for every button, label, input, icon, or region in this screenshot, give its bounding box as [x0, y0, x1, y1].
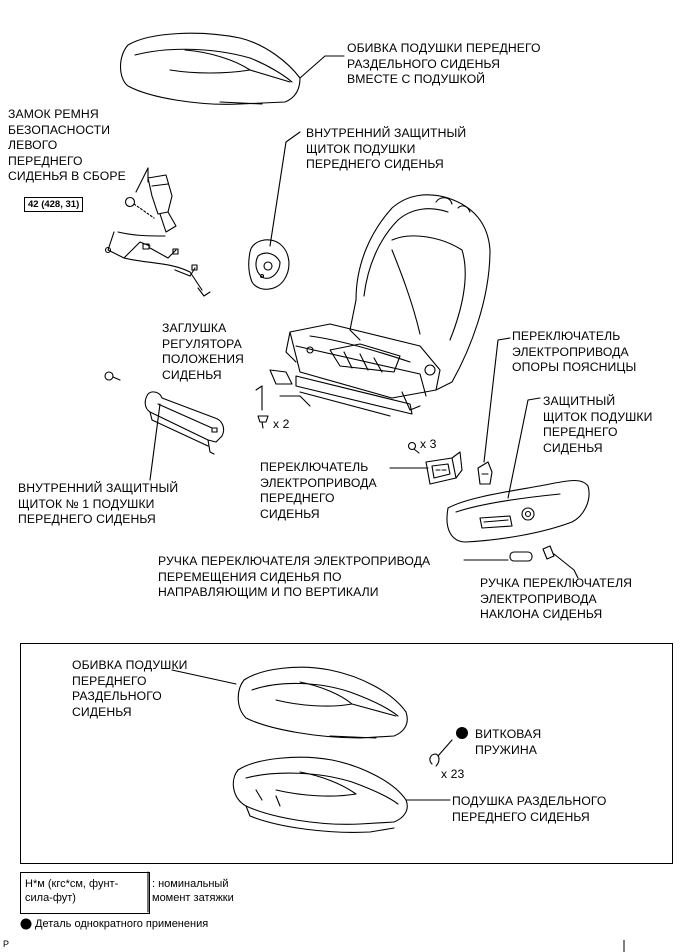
legend-torque-box — [20, 872, 150, 914]
outer-shield-part — [446, 479, 590, 543]
recline-knob-part — [542, 545, 555, 560]
switch-screw — [407, 441, 420, 454]
slide-knob-part — [509, 551, 533, 562]
shield-screw — [104, 371, 121, 381]
label-torque-value: 42 (428, 31) — [24, 197, 84, 212]
label-lumbar-switch: ПЕРЕКЛЮЧАТЕЛЬ ЭЛЕКТРОПРИВОДА ОПОРЫ ПОЯСН… — [512, 329, 637, 375]
hog-ring-part — [429, 753, 440, 767]
inner-shield-part — [248, 239, 290, 290]
leader-outer-shield — [507, 397, 541, 499]
inner-shield-no1-part — [144, 391, 225, 455]
label-outer-shield: ЗАЩИТНЫЙ ЩИТОК ПОДУШКИ ПЕРЕДНЕГО СИДЕНЬЯ — [543, 394, 653, 455]
label-detail-cover: ОБИВКА ПОДУШКИ ПЕРЕДНЕГО РАЗДЕЛЬНОГО СИД… — [72, 658, 188, 719]
label-qty-x2: x 2 — [273, 417, 290, 431]
lumbar-switch-part — [477, 461, 493, 485]
label-qty-x23: x 23 — [441, 767, 465, 781]
label-slide-knob: РУЧКА ПЕРЕКЛЮЧАТЕЛЯ ЭЛЕКТРОПРИВОДА ПЕРЕМ… — [158, 554, 431, 600]
power-seat-switch-part — [425, 451, 463, 485]
adjuster-cap-part — [257, 415, 269, 429]
label-qty-x3: x 3 — [420, 437, 437, 451]
label-belt-buckle: ЗАМОК РЕМНЯ БЕЗОПАСНОСТИ ЛЕВОГО ПЕРЕДНЕГ… — [8, 107, 126, 184]
label-inner-shield-no1: ВНУТРЕННИЙ ЗАЩИТНЫЙ ЩИТОК № 1 ПОДУШКИ ПЕ… — [18, 481, 179, 527]
non-reusable-mark — [456, 727, 468, 739]
legend-non-reusable: Деталь однократного применения — [35, 918, 209, 930]
seat-assembly-part — [269, 194, 491, 417]
legend-non-reusable-mark — [20, 918, 32, 930]
label-inner-shield: ВНУТРЕННИЙ ЗАЩИТНЫЙ ЩИТОК ПОДУШКИ ПЕРЕДН… — [306, 126, 467, 172]
footer-code: P — [3, 939, 10, 949]
leader-cushion-cover — [299, 55, 326, 79]
leader-lumbar-switch — [483, 337, 511, 463]
cushion-cover-part — [119, 32, 301, 105]
label-recline-knob: РУЧКА ПЕРЕКЛЮЧАТЕЛЯ ЭЛЕКТРОПРИВОДА НАКЛО… — [480, 576, 633, 622]
belt-buckle-part — [104, 174, 211, 297]
leader-inner-shield — [269, 131, 301, 247]
label-detail-pad: ПОДУШКА РАЗДЕЛЬНОГО ПЕРЕДНЕГО СИДЕНЬЯ — [452, 794, 607, 824]
detail-box — [20, 643, 673, 864]
legend-torque-desc: : номинальный момент затяжки — [152, 878, 234, 904]
label-hog-ring: ВИТКОВАЯ ПРУЖИНА — [475, 727, 542, 757]
leader-hog-ring — [437, 739, 453, 757]
label-power-seat-switch: ПЕРЕКЛЮЧАТЕЛЬ ЭЛЕКТРОПРИВОДА ПЕРЕДНЕГО С… — [260, 460, 377, 521]
detail-pad-part — [232, 756, 408, 833]
legend-torque-unit: Н*м (кгс*см, фунт- сила-фут) — [25, 878, 119, 904]
belt-bolt — [124, 196, 136, 208]
leader-inner-shield-no1 — [149, 403, 161, 481]
leader-detail-cover — [171, 669, 237, 685]
leader-recline-knob — [553, 553, 579, 579]
label-cushion-cover: ОБИВКА ПОДУШКИ ПЕРЕДНЕГО РАЗДЕЛЬНОГО СИД… — [347, 41, 541, 87]
detail-cover-part — [237, 666, 408, 739]
label-adjuster-cap: ЗАГЛУШКА РЕГУЛЯТОРА ПОЛОЖЕНИЯ СИДЕНЬЯ — [162, 321, 244, 382]
